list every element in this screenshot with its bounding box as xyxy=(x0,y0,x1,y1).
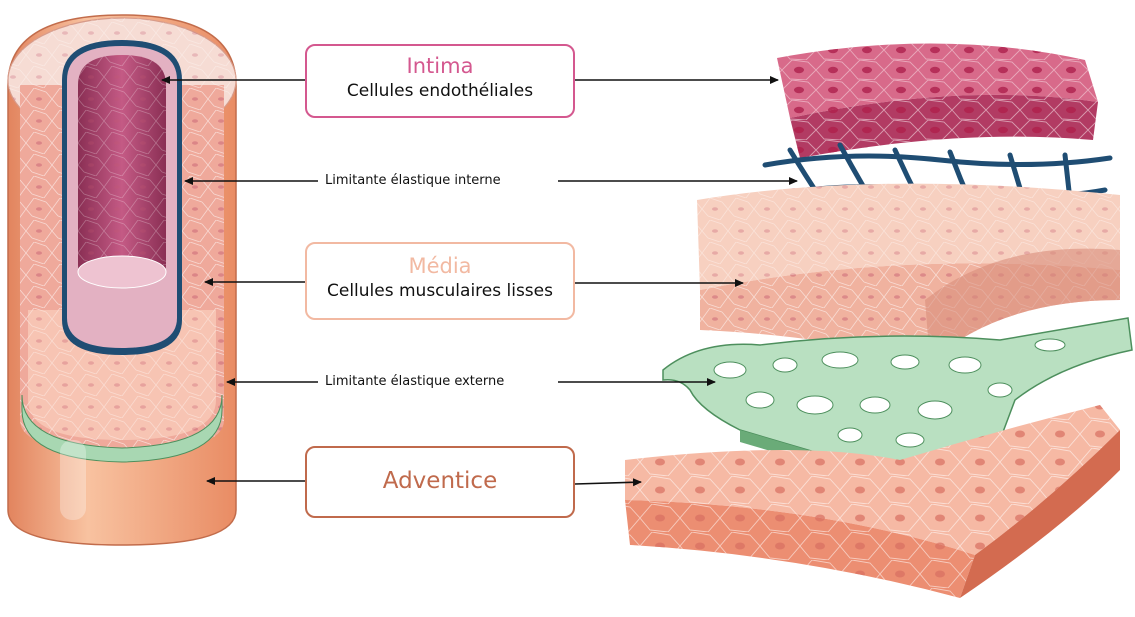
artery-cylinder xyxy=(8,15,236,545)
intima-subtitle: Cellules endothéliales xyxy=(307,81,573,101)
intima-title: Intima xyxy=(307,54,573,78)
adventitia-title: Adventice xyxy=(307,468,573,494)
adventitia-label-box: Adventice xyxy=(305,446,575,518)
internal-elastic-label: Limitante élastique interne xyxy=(325,173,501,188)
external-elastic-label: Limitante élastique externe xyxy=(325,374,504,389)
media-subtitle: Cellules musculaires lisses xyxy=(307,281,573,301)
intima-slab xyxy=(777,43,1098,158)
media-label-box: Média Cellules musculaires lisses xyxy=(305,242,575,320)
intima-label-box: Intima Cellules endothéliales xyxy=(305,44,575,118)
media-title: Média xyxy=(307,254,573,278)
